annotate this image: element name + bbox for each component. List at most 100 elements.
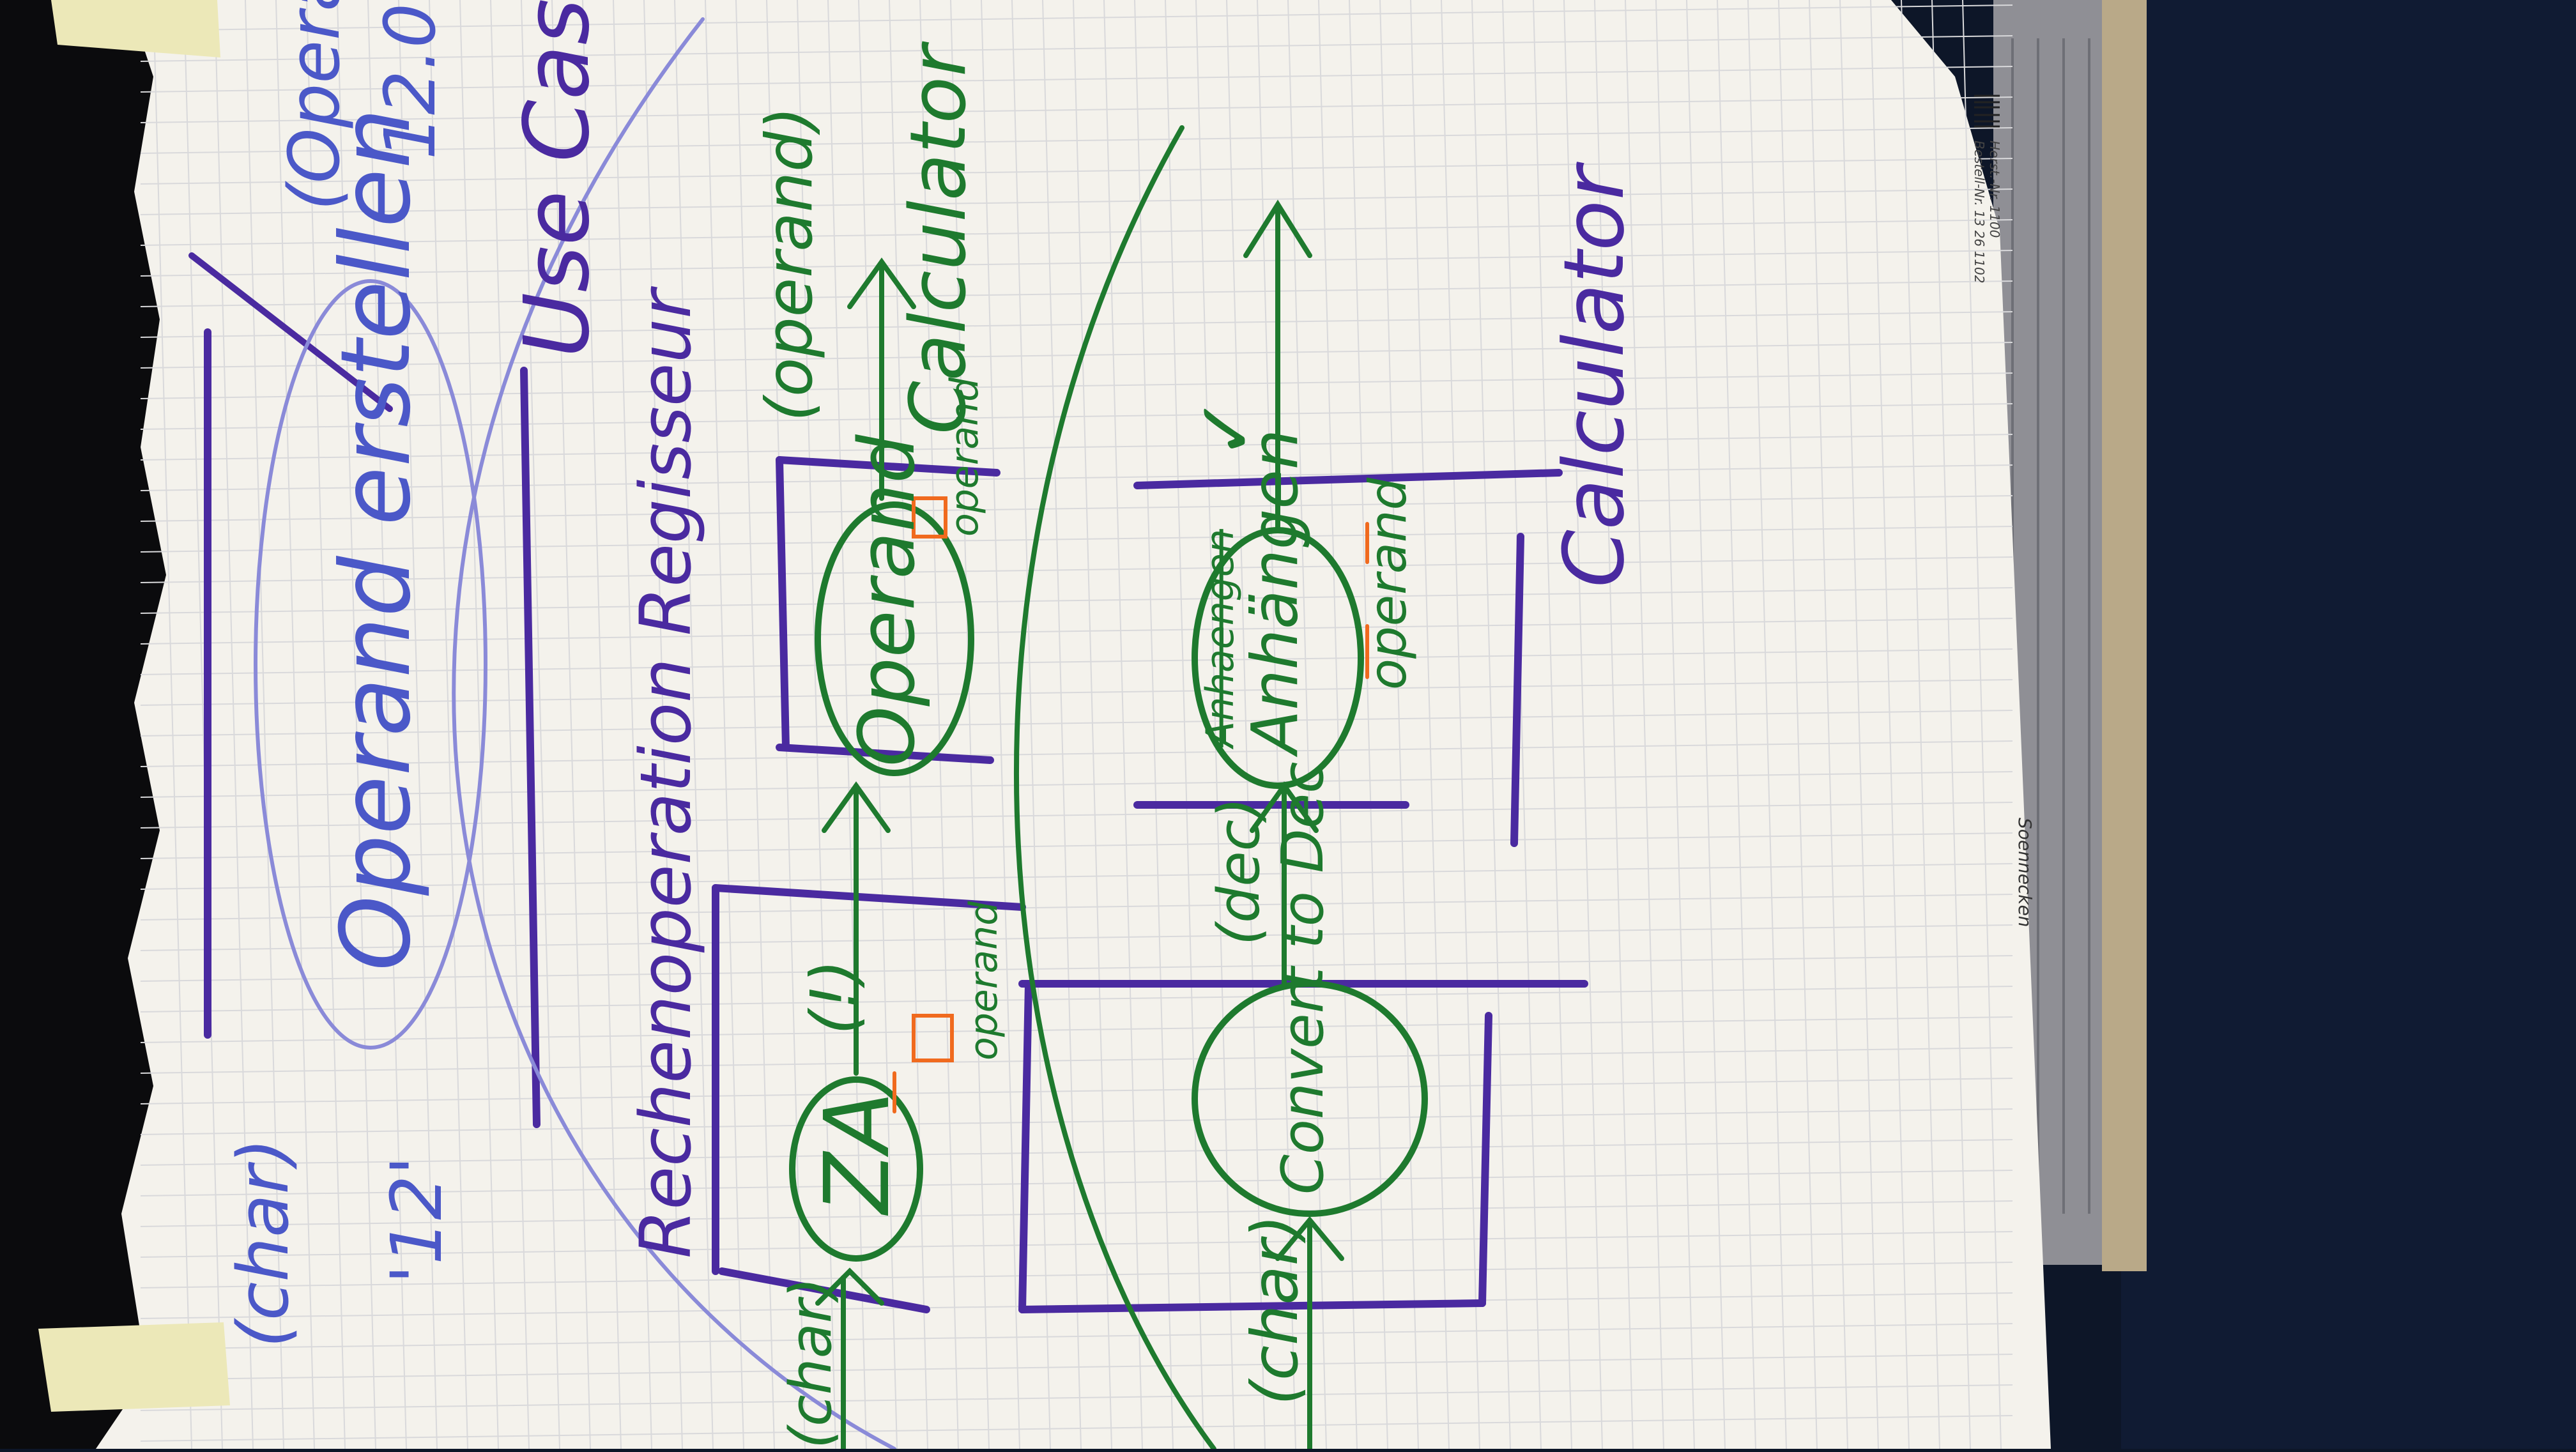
middle-text: Rechenoperation Regisseur (char) ZA (!) … [625, 41, 1006, 1449]
grid-line [140, 556, 2013, 583]
grid-line [858, 0, 898, 1449]
grid-line [1563, 0, 1603, 1449]
za-suffix: (!) [797, 959, 871, 1035]
grid-line [1257, 0, 1296, 1449]
grid-line [140, 986, 2013, 1013]
grid-line [735, 0, 775, 1449]
node-za-circle [789, 1076, 923, 1262]
arrowhead-5 [1243, 199, 1312, 258]
grid-line [140, 35, 2013, 62]
grid-line [140, 4, 2013, 31]
za-box-orange [912, 1014, 954, 1062]
grid-line [183, 0, 223, 1449]
grid-line [1441, 0, 1480, 1449]
grid-line [140, 740, 2013, 767]
grid-line [140, 863, 2013, 890]
node-convert-circle [1192, 981, 1428, 1217]
operand-ellipse [254, 279, 487, 1050]
bottom-calculator: Calculator [1545, 161, 1643, 588]
grid-line [140, 464, 2013, 491]
top-divider [188, 252, 393, 412]
bottom-section [1014, 125, 1588, 1451]
bottom-input-label: (char) [1238, 1214, 1312, 1405]
grid-line [1839, 0, 1879, 1449]
order-text-2: Bestell-Nr. 13 26 1102 [1972, 141, 1987, 284]
grid-line [674, 0, 714, 1449]
carpet-floor [2121, 0, 2576, 1449]
grid-line [1901, 0, 1940, 1449]
top-value-a: '12' [376, 1156, 457, 1284]
node-anhangen-strike: Anhaengen [1198, 529, 1243, 750]
top-char-label: (char) [222, 1138, 304, 1348]
grid-line [140, 587, 2013, 614]
grid-line [140, 1139, 2013, 1166]
big-arc [452, 17, 896, 1451]
middle-frame-c [776, 456, 790, 751]
bottom-dec-label: (dec) [1206, 797, 1273, 945]
grid-line [140, 1200, 2013, 1227]
grid-line [140, 1108, 2013, 1135]
middle-output-label: (operand) [752, 107, 827, 422]
grid-line [275, 0, 315, 1449]
grid-line [140, 894, 2013, 921]
tape-bottom-left [38, 1322, 230, 1412]
arrowhead-3 [815, 1267, 884, 1306]
top-text: (char) Operand erstellen '12' 12.0 (Oper… [222, 0, 610, 1348]
grid-line [889, 0, 928, 1449]
grid-line [1625, 0, 1664, 1449]
grid-line [1655, 0, 1695, 1449]
grid-line [140, 127, 2013, 154]
grid-line [1379, 0, 1419, 1449]
middle-section [712, 257, 1026, 1451]
middle-input-label: (char) [778, 1277, 845, 1449]
middle-heading: Rechenoperation Regisseur [625, 286, 707, 1258]
grid-line [827, 0, 867, 1449]
check-mark: ✓ [1182, 395, 1271, 460]
grid-line [140, 188, 2013, 215]
grid-line [490, 0, 530, 1449]
grid-line [140, 832, 2013, 859]
bottom-operand-box: operand [1358, 477, 1418, 690]
grid-line [153, 0, 192, 1449]
middle-frame-right [712, 884, 1026, 911]
grid-line [1226, 0, 1266, 1449]
grid-line [797, 0, 836, 1449]
node-operand-label: Operand [843, 434, 932, 767]
middle-frame-d [776, 456, 1000, 477]
bottom-frame-2 [1018, 980, 1032, 1313]
operand-box-orange [912, 496, 947, 539]
grid-line [643, 0, 683, 1449]
grid-line [140, 1415, 2013, 1442]
node-operand-circle [815, 501, 974, 776]
big-green-arc [1014, 125, 1216, 1451]
grid-line [140, 1170, 2013, 1196]
grid-line [551, 0, 591, 1449]
bottom-frame-6 [1133, 469, 1563, 489]
grid-line [1042, 0, 1082, 1449]
grid-line [140, 924, 2013, 951]
grid-line [245, 0, 284, 1449]
grid-line [1778, 0, 1818, 1449]
tape-top-left [51, 0, 220, 57]
grid-line [1717, 0, 1756, 1449]
flipchart-frame-wood [2102, 0, 2147, 1271]
grid-line [140, 1047, 2013, 1074]
grid-line [306, 0, 346, 1449]
grid-line [140, 434, 2013, 461]
grid-line [1165, 0, 1204, 1449]
grid-line [140, 1262, 2013, 1288]
grid-line [140, 96, 2013, 123]
grid-line [140, 280, 2013, 307]
grid-line [1594, 0, 1634, 1449]
top-section [188, 17, 896, 1451]
grid-line [1287, 0, 1327, 1449]
grid-line [140, 955, 2013, 982]
top-operand-word: Operand erstellen [321, 108, 432, 971]
node-za-label: ZA [806, 1091, 910, 1216]
grid-line [140, 1078, 2013, 1104]
grid-line [140, 1016, 2013, 1043]
grid-line [1134, 0, 1174, 1449]
grid-line [140, 618, 2013, 645]
grid-line [1103, 0, 1143, 1449]
